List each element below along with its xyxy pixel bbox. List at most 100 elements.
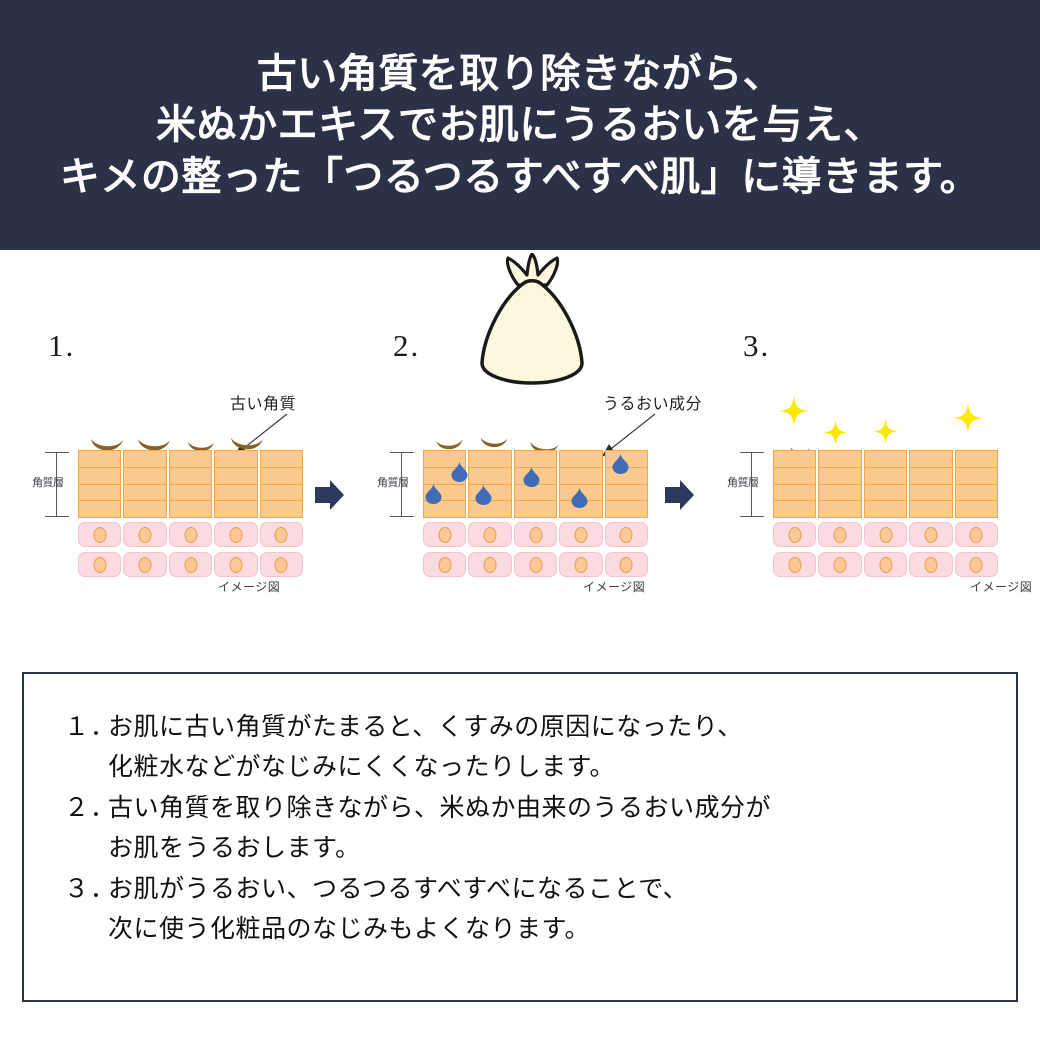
basal-row xyxy=(423,522,649,547)
basal-cell xyxy=(863,522,908,547)
corneum-column xyxy=(863,450,908,518)
nucleus-icon xyxy=(619,556,633,573)
basal-cell xyxy=(214,522,258,547)
header-banner: 古い角質を取り除きながら、 米ぬかエキスでお肌にうるおいを与え、 キメの整った「… xyxy=(0,0,1040,250)
nucleus-icon xyxy=(969,526,983,543)
note-1-line-1: お肌に古い角質がたまると、くすみの原因になったり、 xyxy=(108,714,743,741)
panel-2-caption: イメージ図 xyxy=(583,580,646,594)
header-line-1: 古い角質を取り除きながら、 xyxy=(256,51,784,97)
note-3-line-1: お肌がうるおい、つるつるすべすべになることで、 xyxy=(108,876,689,903)
corneum-bracket-1 xyxy=(35,450,69,518)
nucleus-icon xyxy=(879,526,893,543)
basal-cells-1 xyxy=(78,522,304,577)
panel-3-number: 3. xyxy=(743,328,771,363)
corneum-column xyxy=(909,450,953,518)
basal-cell xyxy=(773,552,817,577)
corneum-label-3: 角質層 xyxy=(727,477,759,489)
corneum-column xyxy=(773,450,817,518)
nucleus-icon xyxy=(619,526,633,543)
nucleus-icon xyxy=(483,526,497,543)
sparkle-icon xyxy=(873,419,898,444)
panel-1-number: 1. xyxy=(48,328,76,363)
corneum-column xyxy=(423,450,467,518)
basal-cell xyxy=(773,522,817,547)
corneum-label-2: 角質層 xyxy=(377,477,409,489)
callout-old-keratin: 古い角質 xyxy=(230,396,297,413)
nucleus-icon xyxy=(574,526,588,543)
basal-cell xyxy=(513,522,558,547)
note-item-2: ２． 古い角質を取り除きながら、米ぬか由来のうるおい成分が お肌をうるおします。 xyxy=(64,789,976,868)
nucleus-icon xyxy=(93,556,107,573)
basal-cell xyxy=(513,552,558,577)
skin-diagram-2: 角質層 xyxy=(377,437,649,577)
basal-row xyxy=(78,552,304,577)
note-1-line-2: 化粧水などがなじみにくくなったりします。 xyxy=(108,753,616,781)
panel-3-caption: イメージ図 xyxy=(970,580,1033,594)
basal-cell xyxy=(168,552,213,577)
basal-cell xyxy=(468,552,512,577)
note-3-body: お肌がうるおい、つるつるすべすべになることで、 次に使う化粧品のなじみもよくなり… xyxy=(108,870,688,949)
header-line-2: 米ぬかエキスでお肌にうるおいを与え、 xyxy=(156,102,884,148)
basal-cells-2 xyxy=(423,522,649,577)
diagram-panel-2: 2. うるおい成分 角質層 xyxy=(375,250,702,650)
basal-cell xyxy=(604,522,649,547)
skin-diagram-1: 角質層 xyxy=(32,438,304,577)
nucleus-icon xyxy=(879,556,893,573)
nucleus-icon xyxy=(924,526,938,543)
basal-cell xyxy=(559,552,603,577)
step-arrow-icon xyxy=(315,480,344,510)
rice-bran-pouch-icon xyxy=(480,253,584,385)
nucleus-icon xyxy=(438,556,452,573)
basal-cell xyxy=(423,522,467,547)
nucleus-icon xyxy=(529,556,543,573)
corneum-column xyxy=(214,450,258,518)
note-3-number: ３． xyxy=(64,876,117,903)
note-2-line-2: お肌をうるおします。 xyxy=(108,834,361,862)
nucleus-icon xyxy=(969,556,983,573)
diagram-panel-3: 3. 角質層 xyxy=(725,250,1040,650)
note-item-1: １． お肌に古い角質がたまると、くすみの原因になったり、 化粧水などがなじみにく… xyxy=(64,708,976,787)
basal-cell xyxy=(954,522,999,547)
corneum-column xyxy=(78,450,122,518)
nucleus-icon xyxy=(274,556,288,573)
nucleus-icon xyxy=(833,556,847,573)
nucleus-icon xyxy=(274,526,288,543)
basal-cell xyxy=(214,552,258,577)
notes-box: １． お肌に古い角質がたまると、くすみの原因になったり、 化粧水などがなじみにく… xyxy=(22,672,1018,1002)
panel-2-number: 2. xyxy=(393,328,421,363)
basal-cell xyxy=(168,522,213,547)
basal-cell xyxy=(954,552,999,577)
note-3-line-2: 次に使う化粧品のなじみもよくなります。 xyxy=(108,915,591,943)
basal-row xyxy=(423,552,649,577)
nucleus-icon xyxy=(529,526,543,543)
sparkle-icon xyxy=(779,396,809,426)
note-item-3: ３． お肌がうるおい、つるつるすべすべになることで、 次に使う化粧品のなじみもよ… xyxy=(64,870,976,949)
nucleus-icon xyxy=(138,526,152,543)
basal-cell xyxy=(259,552,304,577)
nucleus-icon xyxy=(574,556,588,573)
nucleus-icon xyxy=(833,526,847,543)
stratum-corneum-1 xyxy=(78,450,304,518)
skin-diagram-3: 角質層 xyxy=(727,396,999,577)
note-1-number: １． xyxy=(64,714,117,741)
note-2-line-1: 古い角質を取り除きながら、米ぬか由来のうるおい成分が xyxy=(108,795,772,822)
corneum-label-1: 角質層 xyxy=(32,477,64,489)
corneum-column xyxy=(123,450,167,518)
corneum-column xyxy=(954,450,999,518)
nucleus-icon xyxy=(438,526,452,543)
basal-cell xyxy=(468,522,512,547)
basal-cell xyxy=(259,522,304,547)
basal-cell xyxy=(863,552,908,577)
nucleus-icon xyxy=(184,526,198,543)
basal-cell xyxy=(559,522,603,547)
basal-cell xyxy=(78,522,122,547)
basal-cell xyxy=(123,552,167,577)
corneum-column xyxy=(468,450,512,518)
basal-row xyxy=(773,522,999,547)
nucleus-icon xyxy=(483,556,497,573)
nucleus-icon xyxy=(229,556,243,573)
basal-cell xyxy=(909,552,953,577)
nucleus-icon xyxy=(138,556,152,573)
nucleus-icon xyxy=(924,556,938,573)
corneum-column xyxy=(168,450,213,518)
